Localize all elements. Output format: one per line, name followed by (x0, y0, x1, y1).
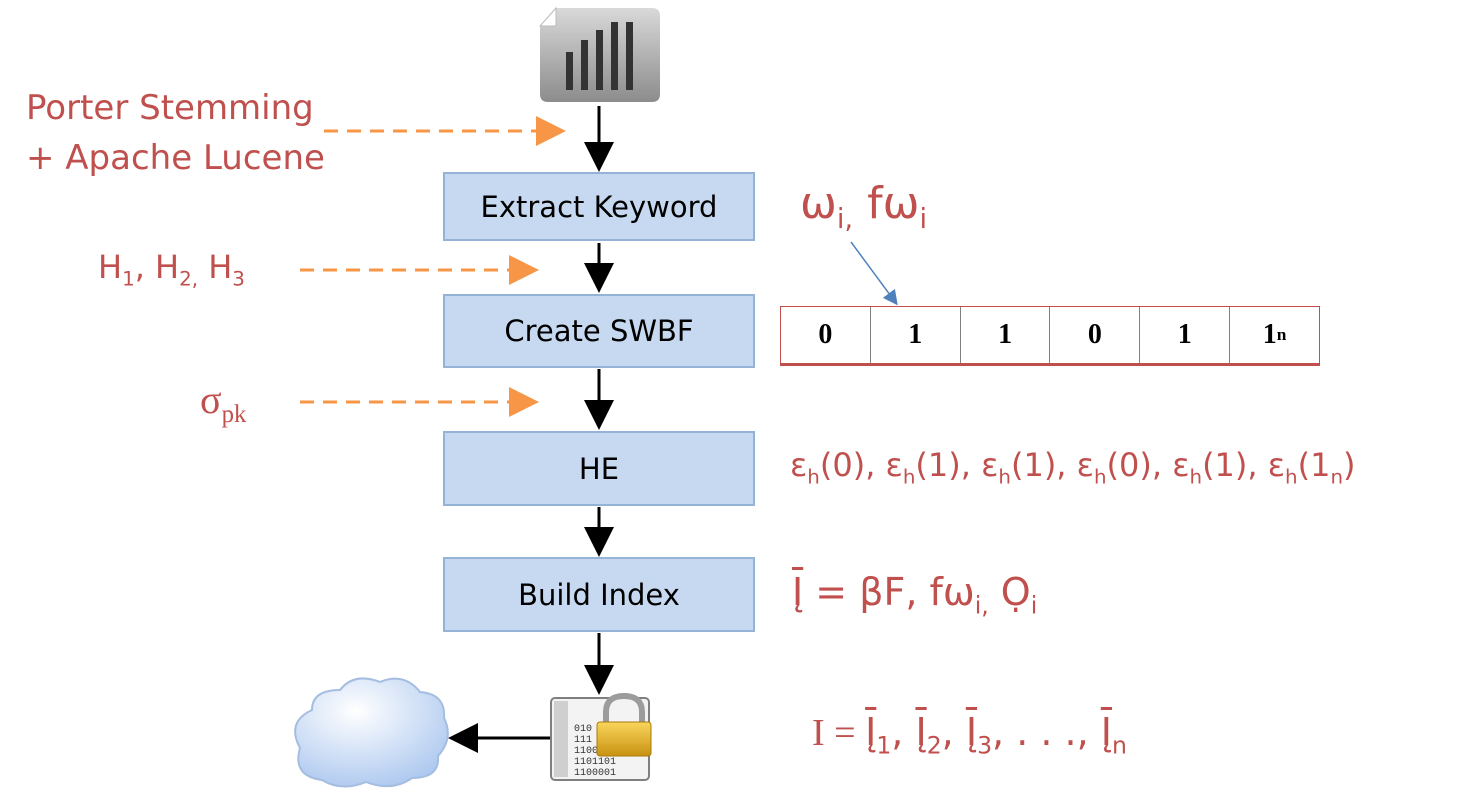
document-icon (538, 6, 660, 102)
step-extract-keyword: Extract Keyword (443, 172, 755, 241)
encrypted-term: εh(1), (981, 446, 1077, 489)
cloud-icon (294, 677, 449, 788)
input-arrows (300, 116, 566, 417)
swbf-cell: 0 (1050, 307, 1141, 363)
pointer-arrow (850, 241, 898, 306)
swbf-cell: 1 (871, 307, 961, 363)
svg-text:1100001: 1100001 (574, 768, 616, 779)
index-term: Įn (1100, 710, 1127, 760)
index-entry-label: Į = βF, fωi, Ọi (792, 570, 1038, 620)
encrypted-term: εh(1n) (1267, 446, 1356, 489)
svg-text:111: 111 (574, 735, 592, 746)
swbf-cell: 1 (1140, 307, 1231, 363)
hash-functions-label: H1, H2, H3 (98, 248, 245, 291)
porter-line2: + Apache Lucene (26, 138, 325, 178)
encrypted-term: εh(0), (790, 446, 886, 489)
svg-text:010: 010 (574, 724, 592, 735)
step-label: HE (578, 451, 620, 486)
step-label: Create SWBF (504, 314, 694, 348)
porter-line1: Porter Stemming (26, 88, 314, 128)
step-create-swbf: Create SWBF (443, 294, 755, 368)
encrypted-file-icon: 010 111 1100110 1101101 1100001 (550, 692, 652, 781)
index-term: Į2, (915, 710, 966, 760)
flow-arrows (448, 106, 614, 753)
svg-text:1101101: 1101101 (574, 757, 616, 768)
porter-label: Porter Stemming + Apache Lucene (26, 83, 325, 183)
sigma-pk-label: σpk (200, 377, 247, 428)
swbf-cell: 0 (781, 307, 871, 363)
index-term: Į3, . . ., (965, 710, 1101, 760)
swbf-cell: 1 (961, 307, 1051, 363)
encrypted-term: εh(1), (885, 446, 982, 489)
step-build-index: Build Index (443, 557, 755, 632)
encrypted-values: εh(0), εh(1), εh(1), εh(0), εh(1), εh(1n… (790, 446, 1356, 488)
encrypted-term: εh(1), (1172, 446, 1268, 489)
step-he: HE (443, 431, 755, 506)
step-label: Extract Keyword (480, 189, 718, 224)
step-label: Build Index (518, 577, 680, 612)
encrypted-term: εh(0), (1076, 446, 1173, 489)
svg-text:1100110: 1100110 (574, 746, 616, 757)
index-set-label: I = Į1, Į2, Į3, . . ., Įn (812, 710, 1127, 760)
index-term: Į1, (865, 710, 916, 760)
omega-label: ωi, fωi (800, 178, 928, 235)
